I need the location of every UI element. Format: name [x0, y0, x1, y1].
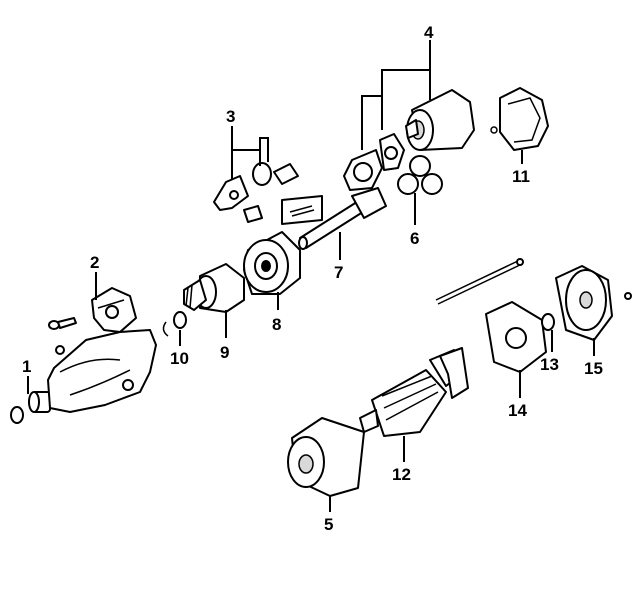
part-2-drive-housing — [47, 287, 157, 413]
part-3-lever — [213, 126, 323, 225]
screw — [48, 317, 77, 330]
callout-4: 4 — [424, 23, 434, 42]
callout-3: 3 — [226, 107, 235, 126]
part-5-yoke — [287, 417, 365, 512]
part-14-brush-holder — [439, 301, 547, 399]
part-8-bearing-plate — [243, 231, 301, 310]
part-6-rollers — [397, 155, 443, 225]
part-9-pinion — [183, 263, 245, 338]
callout-9: 9 — [220, 343, 229, 362]
part-4-solenoid — [343, 40, 475, 191]
callout-5: 5 — [324, 515, 333, 534]
callout-14: 14 — [508, 401, 527, 420]
part-11-ring — [490, 87, 549, 164]
callout-2: 2 — [90, 253, 99, 272]
part-10-clip — [162, 311, 187, 346]
callout-11: 11 — [512, 167, 530, 186]
part-1-bushing — [10, 391, 51, 424]
through-bolt — [435, 258, 524, 305]
callout-15: 15 — [584, 359, 603, 378]
callout-13: 13 — [540, 355, 559, 374]
part-13-bushing — [541, 313, 555, 352]
callout-10: 10 — [170, 349, 189, 368]
callout-8: 8 — [272, 315, 281, 334]
part-15-end-cover — [555, 265, 632, 356]
callout-7: 7 — [334, 263, 343, 282]
part-7-shaft — [298, 187, 387, 260]
callout-12: 12 — [392, 465, 411, 484]
callout-6: 6 — [410, 229, 419, 248]
callout-1: 1 — [22, 357, 31, 376]
